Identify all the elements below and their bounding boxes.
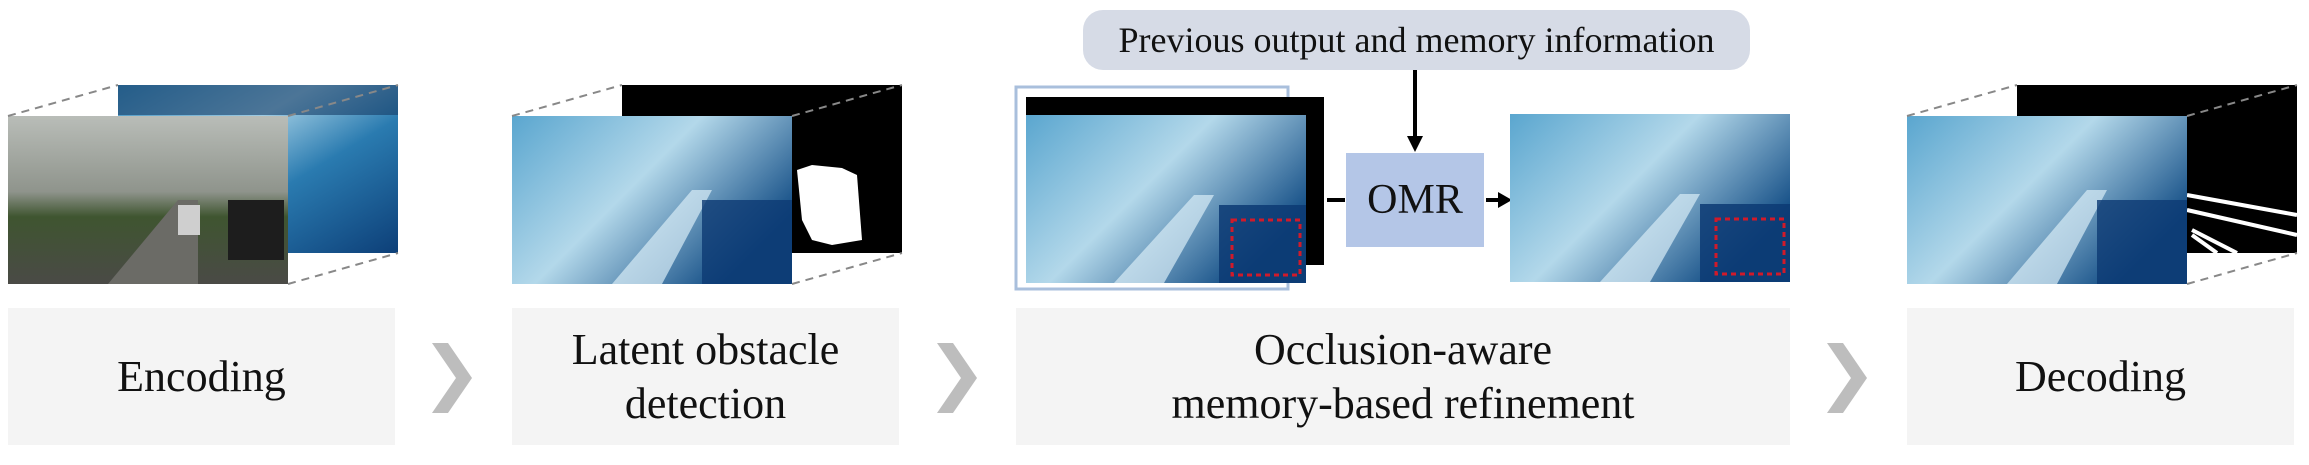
memory-info-label: Previous output and memory information	[1083, 10, 1750, 70]
memory-info-text: Previous output and memory information	[1118, 20, 1715, 60]
stage-label-line-2: memory-based refinement	[1171, 378, 1635, 428]
stage-encoding: Encoding	[8, 308, 395, 445]
chevron-right-icon	[937, 343, 977, 413]
arrow-right-icon	[1486, 192, 1512, 208]
stage-label: Encoding	[117, 351, 286, 401]
stage-decoding: Decoding	[1907, 308, 2294, 445]
chevron-right-icon	[432, 343, 472, 413]
arrow-down-icon	[1407, 70, 1423, 152]
stage-label-line-1: Occlusion-aware	[1253, 324, 1553, 374]
refined-region-box	[1714, 217, 1786, 276]
detection-cube	[511, 84, 903, 285]
stage-memory-refinement: Occlusion-aware memory-based refinement	[1016, 308, 1790, 445]
encoding-cube	[7, 84, 399, 285]
omr-label: OMR	[1367, 177, 1463, 223]
stage-latent-obstacle-detection: Latent obstacle detection	[512, 308, 899, 445]
arrow-to-omr	[1327, 198, 1345, 202]
memory-input-stack	[1014, 85, 1324, 291]
decoding-cube	[1906, 84, 2298, 285]
chevron-right-icon	[1827, 343, 1867, 413]
refined-output	[1510, 114, 1790, 282]
stage-label-line-1: Latent obstacle	[571, 324, 840, 374]
stage-label-line-2: detection	[624, 378, 787, 428]
omr-module: OMR	[1346, 153, 1484, 247]
occluded-region-box	[1230, 218, 1302, 277]
stage-label: Decoding	[2014, 351, 2187, 401]
